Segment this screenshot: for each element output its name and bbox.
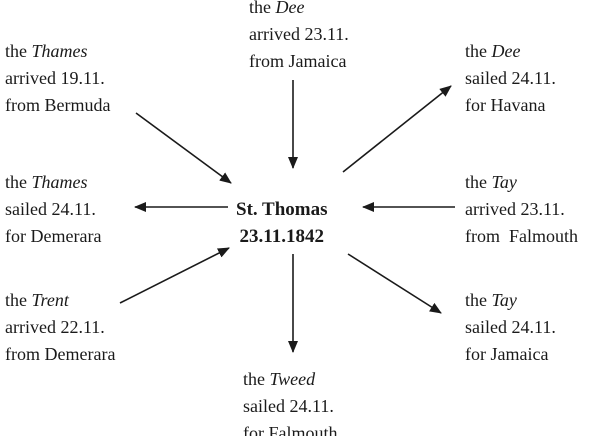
node-event: sailed 24.11.: [243, 396, 334, 416]
node-route: for Havana: [465, 95, 546, 115]
node-article: the: [5, 172, 27, 192]
ship-name: Dee: [491, 41, 521, 61]
node-event: arrived 23.11.: [465, 199, 565, 219]
ship-name: Thames: [31, 172, 88, 192]
ship-name: Tay: [491, 172, 517, 192]
node-event: arrived 19.11.: [5, 68, 105, 88]
node-route: for Jamaica: [465, 344, 549, 364]
ship-name: Dee: [275, 0, 305, 17]
node-route: for Demerara: [5, 226, 102, 246]
node-event: sailed 24.11.: [465, 317, 556, 337]
arrow-bottom-right-out: [347, 253, 442, 314]
node-article: the: [465, 172, 487, 192]
node-article: the: [249, 0, 271, 17]
node-route: from Jamaica: [249, 51, 347, 71]
node-route: for Falmouth: [243, 423, 338, 436]
node-article: the: [465, 41, 487, 61]
node-top-right: the Dee sailed 24.11. for Havana: [465, 38, 556, 119]
node-article: the: [243, 369, 265, 389]
node-right: the Tay arrived 23.11. from Falmouth: [465, 169, 578, 250]
hub-date: 23.11.1842: [239, 226, 324, 247]
node-bottom: the Tweed sailed 24.11. for Falmouth: [243, 366, 338, 436]
node-top-left: the Thames arrived 19.11. from Bermuda: [5, 38, 110, 119]
node-event: sailed 24.11.: [5, 199, 96, 219]
node-route: from Demerara: [5, 344, 116, 364]
node-event: arrived 22.11.: [5, 317, 105, 337]
node-article: the: [465, 290, 487, 310]
node-event: sailed 24.11.: [465, 68, 556, 88]
node-article: the: [5, 41, 27, 61]
node-bottom-left: the Trent arrived 22.11. from Demerara: [5, 287, 115, 368]
node-top: the Dee arrived 23.11. from Jamaica: [249, 0, 349, 75]
ship-name: Tweed: [269, 369, 316, 389]
node-route: from Falmouth: [465, 226, 578, 246]
node-event: arrived 23.11.: [249, 24, 349, 44]
arrow-bottom-left-in: [119, 247, 230, 304]
ship-name: Tay: [491, 290, 517, 310]
arrow-top-right-out: [342, 85, 452, 173]
ship-name: Trent: [31, 290, 69, 310]
node-article: the: [5, 290, 27, 310]
node-bottom-right: the Tay sailed 24.11. for Jamaica: [465, 287, 556, 368]
ship-name: Thames: [31, 41, 88, 61]
arrow-top-left-in: [135, 112, 232, 184]
node-left: the Thames sailed 24.11. for Demerara: [5, 169, 101, 250]
hub-place: St. Thomas: [236, 199, 328, 220]
node-route: from Bermuda: [5, 95, 111, 115]
hub-label: St. Thomas 23.11.1842: [236, 196, 328, 250]
